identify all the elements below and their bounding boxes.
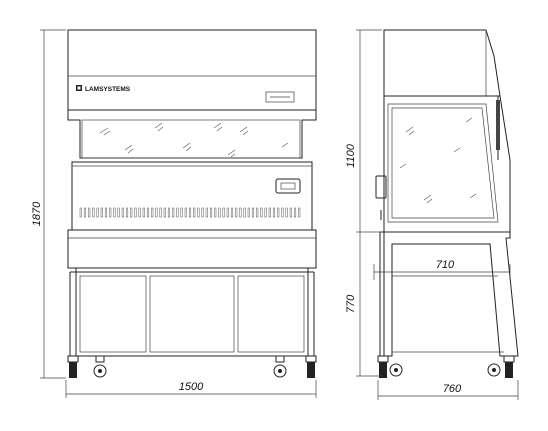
grille-slot: [109, 207, 112, 218]
grille-slot: [256, 207, 259, 218]
grille-slot: [113, 207, 116, 218]
lower-body: [67, 229, 317, 269]
side-casters: [377, 355, 515, 378]
brand-logo: [76, 85, 82, 91]
grille-slot: [176, 207, 179, 218]
grille-slot: [239, 207, 242, 218]
grille-slot: [167, 207, 171, 218]
air-grille: [79, 207, 301, 218]
grille-slot: [209, 207, 213, 218]
grille-slot: [130, 207, 133, 218]
dim-total-height: 1870: [31, 201, 43, 226]
grille-slot: [281, 207, 284, 218]
dim-side-depth: 760: [443, 383, 462, 395]
grille-slot: [251, 207, 255, 218]
grille-slot: [272, 207, 276, 218]
grille-slot: [121, 207, 124, 218]
control-panel: [265, 91, 295, 103]
stand-panel-center: [149, 275, 235, 353]
grille-slot: [88, 207, 91, 218]
grille-slot: [163, 207, 166, 218]
side-top-housing: [383, 29, 501, 97]
dimension-lines-side: [356, 29, 519, 400]
grille-slot: [142, 207, 145, 218]
side-body: [383, 95, 511, 233]
grille-slot: [298, 207, 301, 218]
side-sash: [387, 103, 499, 223]
grille-slot: [138, 207, 141, 218]
grille-slot: [264, 207, 267, 218]
grille-slot: [180, 207, 183, 218]
grille-slot: [285, 207, 288, 218]
grille-slot: [188, 207, 192, 218]
grille-slot: [146, 207, 150, 218]
grille-slot: [151, 207, 154, 218]
dim-front-width: 1500: [179, 381, 204, 393]
side-stand-frame: [379, 231, 519, 357]
stand-panel-right: [237, 275, 305, 353]
grille-slot: [201, 207, 204, 218]
grille-slot: [289, 207, 292, 218]
dimension-lines-front: [40, 29, 317, 398]
work-zone: [71, 161, 313, 231]
stand-frame: [75, 267, 309, 357]
grille-slot: [247, 207, 250, 218]
side-glass-reflection-marks: [399, 117, 477, 204]
grille-slot: [193, 207, 196, 218]
dim-stand-height: 770: [345, 294, 357, 313]
grille-slot: [268, 207, 271, 218]
glass-reflection-marks: [99, 122, 289, 158]
grille-slot: [260, 207, 263, 218]
side-handle: [375, 175, 387, 199]
sash-frame: [67, 109, 317, 159]
dim-stand-depth: 710: [436, 259, 455, 271]
front-casters: [67, 355, 317, 378]
grille-slot: [214, 207, 217, 218]
grille-slot: [184, 207, 187, 218]
grille-slot: [117, 207, 120, 218]
front-handle: [275, 178, 301, 194]
grille-slot: [79, 207, 82, 218]
grille-slot: [277, 207, 280, 218]
grille-slot: [222, 207, 225, 218]
grille-slot: [104, 207, 108, 218]
top-housing: [67, 29, 317, 111]
dim-body-height: 1100: [345, 143, 357, 168]
grille-slot: [100, 207, 103, 218]
grille-slot: [125, 207, 129, 218]
sash-glass: [81, 119, 301, 159]
grille-slot: [235, 207, 238, 218]
front-view: LAMSYSTEMS: [67, 29, 317, 378]
grille-slot: [218, 207, 221, 218]
grille-slot: [243, 207, 246, 218]
grille-slot: [226, 207, 229, 218]
grille-slot: [134, 207, 137, 218]
side-view: [375, 29, 519, 378]
grille-slot: [197, 207, 200, 218]
grille-slot: [155, 207, 158, 218]
grille-slot: [293, 207, 297, 218]
stand-panel-left: [79, 275, 147, 353]
grille-slot: [205, 207, 208, 218]
grille-slot: [92, 207, 95, 218]
grille-slot: [230, 207, 234, 218]
grille-slot: [96, 207, 99, 218]
grille-slot: [159, 207, 162, 218]
brand-name: LAMSYSTEMS: [85, 86, 131, 93]
grille-slot: [83, 207, 87, 218]
grille-slot: [172, 207, 175, 218]
